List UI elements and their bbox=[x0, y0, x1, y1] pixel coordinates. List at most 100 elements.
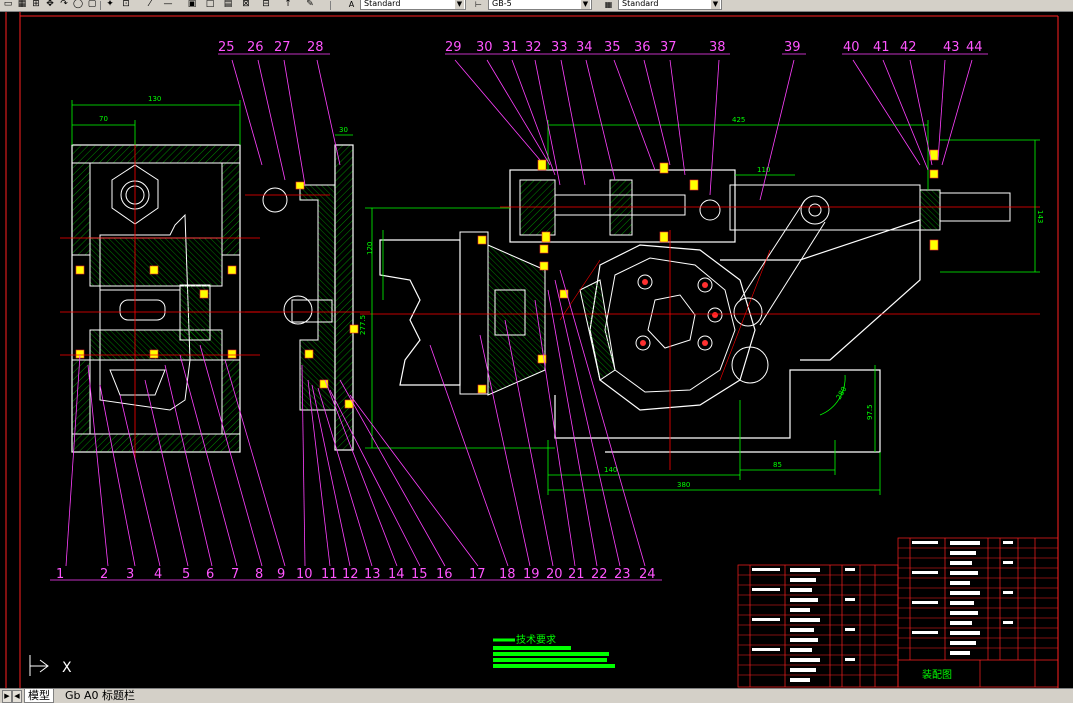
zoom-icon[interactable]: ✦ bbox=[106, 0, 114, 9]
dim-85: 85 bbox=[773, 461, 782, 469]
part-label-21: 21 bbox=[568, 567, 585, 582]
chevron-down-icon[interactable]: ▼ bbox=[455, 0, 464, 9]
text-style-value: Standard bbox=[364, 0, 401, 8]
dim-style-select[interactable]: GB-5 ▼ bbox=[488, 0, 592, 10]
tab-nav-first-icon[interactable]: ▶ bbox=[2, 690, 12, 703]
part-label-24: 24 bbox=[639, 567, 656, 582]
part-label-22: 22 bbox=[591, 567, 608, 582]
tab-model[interactable]: 模型 bbox=[24, 689, 54, 703]
part-label-17: 17 bbox=[469, 567, 486, 582]
part-numbers-top: 25 26 27 28 29 30 31 32 33 34 35 36 37 3… bbox=[218, 40, 983, 55]
paint-icon[interactable]: ✎ bbox=[306, 0, 314, 9]
part-label-42: 42 bbox=[900, 40, 917, 55]
ucs-icon: X bbox=[29, 655, 72, 676]
part-label-20: 20 bbox=[546, 567, 563, 582]
left-view-housing bbox=[60, 140, 260, 460]
part-label-10: 10 bbox=[296, 567, 313, 582]
part-label-13: 13 bbox=[364, 567, 381, 582]
dim-130: 130 bbox=[148, 95, 161, 103]
part-label-4: 4 bbox=[154, 567, 162, 582]
part-label-28: 28 bbox=[307, 40, 324, 55]
tech-req-title: 技术要求 bbox=[516, 633, 556, 646]
ucs-x-label: X bbox=[62, 660, 72, 676]
dim-style-value: GB-5 bbox=[492, 0, 512, 8]
part-label-8: 8 bbox=[255, 567, 263, 582]
part-numbers-bottom: 1 2 3 4 5 6 7 8 9 10 11 12 13 14 15 16 1… bbox=[56, 567, 656, 582]
tab-layout1[interactable]: Gb A0 标题栏 bbox=[65, 689, 136, 702]
part-label-5: 5 bbox=[182, 567, 190, 582]
dim-120: 120 bbox=[366, 242, 374, 255]
part-label-9: 9 bbox=[277, 567, 285, 582]
title-block-name: 装配图 bbox=[922, 668, 952, 681]
part-label-25: 25 bbox=[218, 40, 235, 55]
technical-requirements: 技术要求 bbox=[493, 633, 615, 668]
part-label-30: 30 bbox=[476, 40, 493, 55]
dim-143: 143 bbox=[1036, 210, 1044, 223]
table-style-icon: ▦ bbox=[604, 0, 613, 9]
block-icon[interactable]: ▣ bbox=[187, 0, 197, 9]
dim-425: 425 bbox=[732, 116, 745, 124]
pan-icon[interactable]: ⊞ bbox=[32, 0, 40, 9]
part-label-26: 26 bbox=[247, 40, 264, 55]
part-label-23: 23 bbox=[614, 567, 631, 582]
part-label-44: 44 bbox=[966, 40, 983, 55]
part-label-3: 3 bbox=[126, 567, 134, 582]
chevron-down-icon[interactable]: ▼ bbox=[711, 0, 720, 9]
toolbar: ▭ ▦ ⊞ ✥ ↷ ◯ ▢ ✦ ⊡ ⁄ — ▣ □ ▤ ⊠ ⊟ ↑ ✎ A St… bbox=[0, 0, 1073, 12]
part-label-31: 31 bbox=[502, 40, 519, 55]
part-label-29: 29 bbox=[445, 40, 462, 55]
dim-97: 97.5 bbox=[866, 404, 874, 420]
chevron-down-icon[interactable]: ▼ bbox=[581, 0, 590, 9]
refresh-icon[interactable]: ◯ bbox=[72, 0, 84, 9]
part-label-14: 14 bbox=[388, 567, 405, 582]
part-label-2: 2 bbox=[100, 567, 108, 582]
orbit-icon[interactable]: ✥ bbox=[46, 0, 54, 9]
open-icon[interactable]: ▦ bbox=[17, 0, 27, 9]
grid-icon[interactable]: ⊟ bbox=[262, 0, 270, 9]
pin-icon[interactable]: ↑ bbox=[284, 0, 292, 9]
part-label-6: 6 bbox=[206, 567, 214, 582]
dimension-labels: 130 70 30 425 110 140 380 85 143 120 277… bbox=[99, 95, 1044, 489]
list-icon[interactable]: ▤ bbox=[223, 0, 233, 9]
match-icon[interactable]: ⊡ bbox=[122, 0, 130, 9]
dim-110: 110 bbox=[757, 166, 770, 174]
part-label-41: 41 bbox=[873, 40, 890, 55]
drawing-canvas[interactable]: 130 70 30 425 110 140 380 85 143 120 277… bbox=[0, 12, 1073, 688]
leader-lines bbox=[50, 53, 988, 581]
part-label-38: 38 bbox=[709, 40, 726, 55]
dim-70: 70 bbox=[99, 115, 108, 123]
part-label-19: 19 bbox=[523, 567, 540, 582]
redo-icon[interactable]: ↷ bbox=[60, 0, 68, 9]
part-label-15: 15 bbox=[411, 567, 428, 582]
properties-icon[interactable]: ▢ bbox=[87, 0, 97, 9]
part-label-27: 27 bbox=[274, 40, 291, 55]
part-label-35: 35 bbox=[604, 40, 621, 55]
layer-icon[interactable]: ⊠ bbox=[242, 0, 250, 9]
dim-style-icon: ⊢ bbox=[475, 0, 482, 9]
text-style-select[interactable]: Standard ▼ bbox=[360, 0, 466, 10]
table-style-select[interactable]: Standard ▼ bbox=[618, 0, 722, 10]
new-icon[interactable]: ▭ bbox=[3, 0, 13, 9]
part-label-43: 43 bbox=[943, 40, 960, 55]
layout-tab-bar: ▶ ◀ 模型 Gb A0 标题栏 bbox=[0, 688, 1073, 703]
dim-380: 380 bbox=[677, 481, 690, 489]
part-label-33: 33 bbox=[551, 40, 568, 55]
part-label-39: 39 bbox=[784, 40, 801, 55]
dimension-lines bbox=[71, 100, 1040, 495]
parts-list-rows bbox=[738, 547, 1058, 676]
middle-view-bracket bbox=[245, 144, 370, 451]
tab-nav-prev-icon[interactable]: ◀ bbox=[12, 690, 22, 703]
part-label-12: 12 bbox=[342, 567, 359, 582]
line-icon[interactable]: — bbox=[163, 0, 173, 9]
text-style-icon: A bbox=[348, 0, 355, 9]
dim-140: 140 bbox=[604, 466, 617, 474]
table-style-value: Standard bbox=[622, 0, 659, 8]
parts-list-table bbox=[737, 537, 1059, 688]
part-label-16: 16 bbox=[436, 567, 453, 582]
pencil-icon[interactable]: ⁄ bbox=[149, 0, 151, 9]
part-label-36: 36 bbox=[634, 40, 651, 55]
dim-280: 280 bbox=[835, 385, 849, 401]
dim-30: 30 bbox=[339, 126, 348, 134]
window-icon[interactable]: □ bbox=[205, 0, 215, 9]
part-label-32: 32 bbox=[525, 40, 542, 55]
